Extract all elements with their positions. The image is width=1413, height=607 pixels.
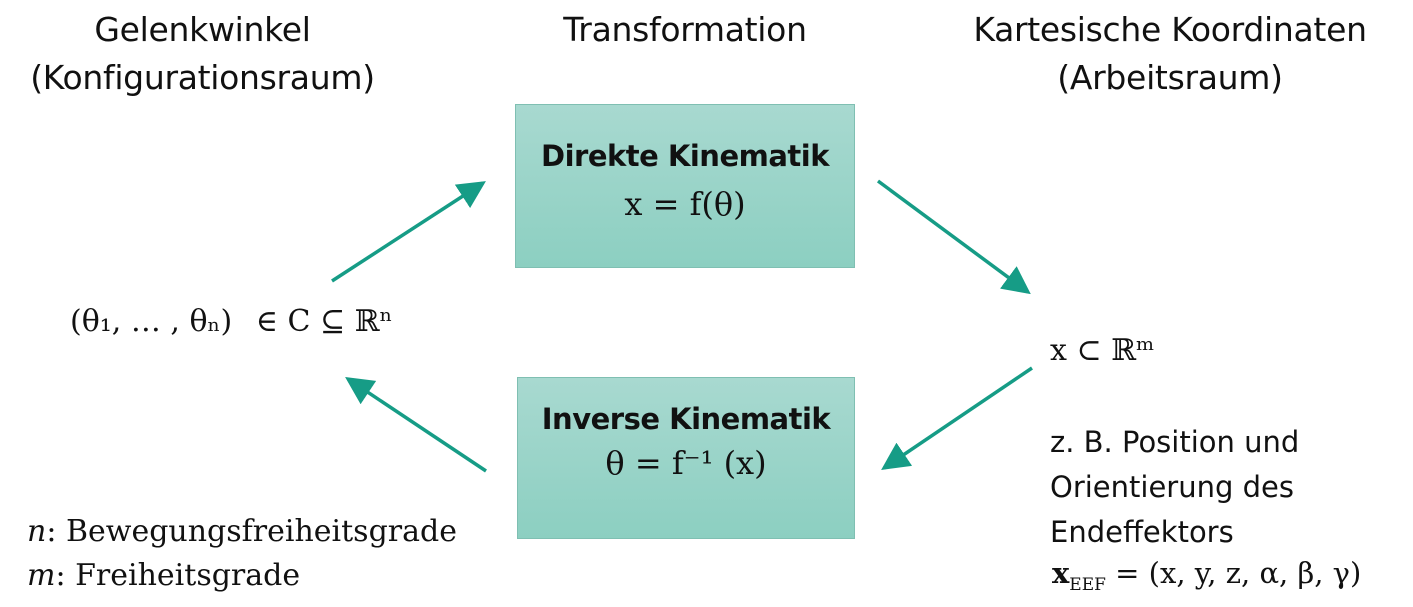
legend-symbol-n: n — [27, 514, 47, 549]
legend: n: Bewegungsfreiheitsgrade m: Freiheitsg… — [27, 510, 457, 598]
eef-tuple: = (x, y, z, α, β, γ) — [1115, 556, 1362, 590]
configuration-space-expression: (θ₁, … , θₙ) ∈ C ⊆ ℝⁿ — [70, 304, 393, 339]
header-left-line1: Gelenkwinkel — [94, 10, 311, 49]
header-right-line1: Kartesische Koordinaten — [973, 10, 1367, 49]
direct-kinematics-title: Direkte Kinematik — [541, 139, 830, 173]
arrow-workspace-to-inverse — [881, 366, 1033, 470]
header-right-line2: (Arbeitsraum) — [1057, 58, 1283, 97]
legend-symbol-m: m — [27, 558, 56, 593]
header-configuration-space: Gelenkwinkel (Konfigurationsraum) — [10, 6, 395, 102]
inverse-kinematics-box: Inverse Kinematik θ = f⁻¹ (x) — [517, 377, 855, 539]
work-space-vector: x ⊂ ℝᵐ — [1050, 333, 1155, 368]
description-line-1: z. B. Position und — [1050, 425, 1300, 459]
joint-angle-tuple: (θ₁, … , θₙ) — [70, 304, 233, 339]
inverse-kinematics-formula: θ = f⁻¹ (x) — [605, 444, 767, 482]
arrow-config-to-direct — [331, 181, 486, 283]
header-work-space: Kartesische Koordinaten (Arbeitsraum) — [950, 6, 1390, 102]
eef-vector-symbol: x — [1052, 556, 1070, 590]
legend-text-n: : Bewegungsfreiheitsgrade — [46, 514, 457, 549]
legend-item-m: m: Freiheitsgrade — [27, 554, 457, 598]
arrow-inverse-to-config — [345, 377, 487, 473]
end-effector-formula: xEEF = (x, y, z, α, β, γ) — [1052, 556, 1361, 595]
header-center: Transformation — [563, 10, 807, 49]
legend-item-n: n: Bewegungsfreiheitsgrade — [27, 510, 457, 554]
description-line-3: Endeffektors — [1050, 515, 1234, 549]
header-left-line2: (Konfigurationsraum) — [30, 58, 375, 97]
arrow-direct-to-workspace — [876, 179, 1031, 295]
configuration-space-relation: ∈ C ⊆ ℝⁿ — [255, 304, 393, 339]
header-transformation: Transformation — [520, 6, 850, 54]
direct-kinematics-box: Direkte Kinematik x = f(θ) — [515, 104, 855, 268]
work-space-description: z. B. Position und Orientierung des Ende… — [1050, 420, 1299, 555]
legend-text-m: : Freiheitsgrade — [55, 558, 301, 593]
description-line-2: Orientierung des — [1050, 470, 1294, 504]
direct-kinematics-formula: x = f(θ) — [624, 185, 746, 223]
eef-subscript: EEF — [1069, 574, 1106, 595]
inverse-kinematics-title: Inverse Kinematik — [541, 402, 831, 436]
